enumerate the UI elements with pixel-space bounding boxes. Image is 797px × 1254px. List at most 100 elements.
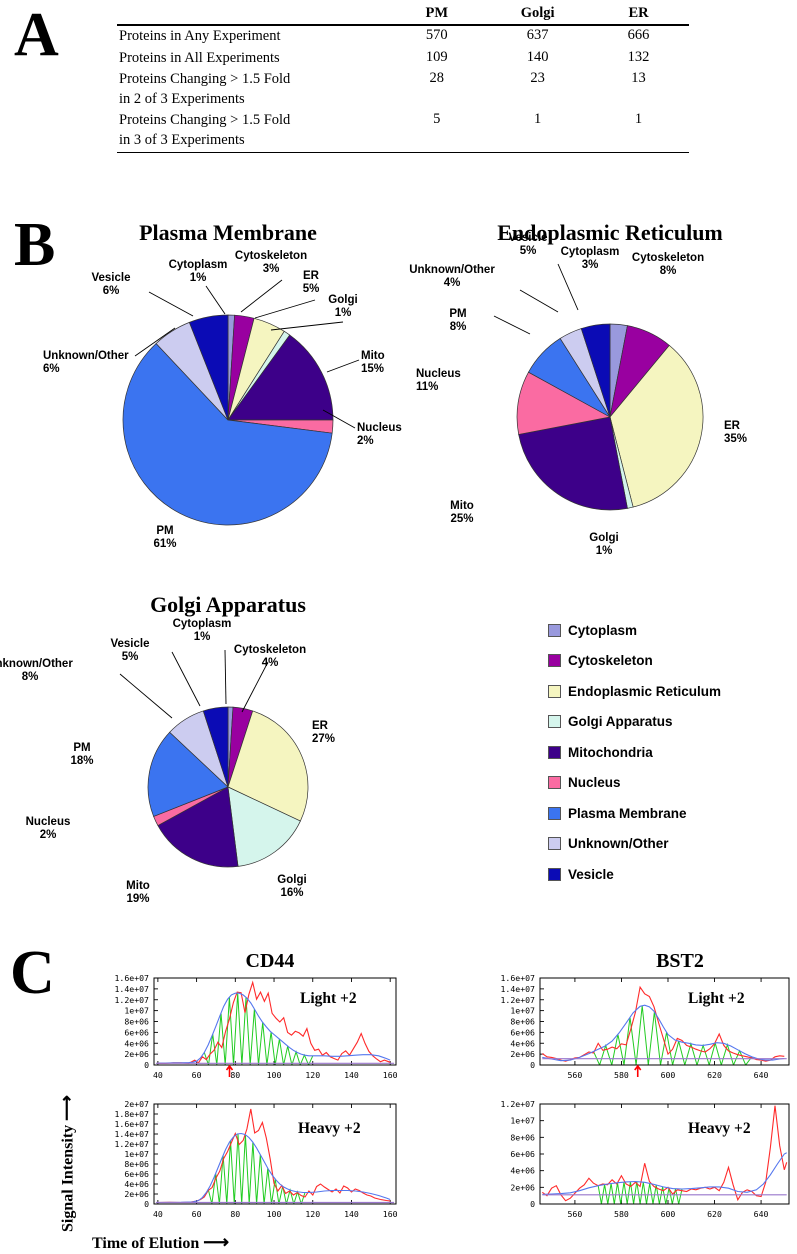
pie-label-name: Nucleus: [25, 816, 71, 828]
y-tick-label: 1e+07: [124, 1149, 149, 1159]
row-value-golgi: 23: [530, 70, 545, 87]
row-value-pm: 28: [429, 70, 445, 87]
legend-item-label: Vesicle: [568, 866, 614, 882]
legend-item-vesicle[interactable]: Vesicle: [548, 859, 721, 890]
table-row: Proteins in All Experiments 109 140 132: [117, 48, 689, 70]
pie-leader-line: [119, 673, 173, 719]
x-tick-label: 620: [707, 1209, 722, 1219]
pie-label-name: Vesicle: [91, 272, 131, 284]
x-tick-label: 160: [383, 1209, 398, 1219]
pie-label-percent: 4%: [443, 276, 461, 289]
pie-label-percent: 6%: [102, 284, 120, 297]
x-tick-label: 640: [754, 1070, 769, 1080]
pie-label-name: Mito: [126, 880, 150, 892]
pie-label-percent: 11%: [416, 380, 439, 393]
pie-slice-pm: [122, 342, 333, 526]
x-axis-title-text: Time of Elution: [92, 1235, 200, 1252]
pie-label-percent: 19%: [126, 892, 150, 905]
y-tick-label: 0: [144, 1199, 149, 1209]
legend-item-unknown-other[interactable]: Unknown/Other: [548, 829, 721, 860]
y-tick-label: 8e+06: [510, 1132, 535, 1142]
trace-raw: [157, 980, 391, 1064]
y-tick-label: 1e+07: [510, 1116, 535, 1126]
legend-item-nucleus[interactable]: Nucleus: [548, 768, 721, 799]
pie-leader-line: [240, 279, 283, 313]
pie-label-name: Golgi: [277, 874, 307, 886]
x-tick-label: 560: [568, 1209, 583, 1219]
hatch-fill: [207, 1133, 306, 1204]
pie-leader-line: [326, 359, 360, 373]
trace-raw: [541, 1105, 788, 1202]
row-value-pm: 5: [433, 111, 441, 128]
pie-label-percent: 15%: [361, 362, 385, 375]
x-tick-label: 560: [568, 1070, 583, 1080]
legend-item-label: Cytoskeleton: [568, 653, 653, 669]
pie-slice-pm: [147, 731, 229, 817]
pie-label-name: Cytoplasm: [168, 259, 228, 271]
y-tick-label: 2e+06: [124, 1189, 149, 1199]
x-tick-label: 580: [614, 1070, 629, 1080]
x-tick-label: 60: [192, 1209, 202, 1219]
legend-item-label: Golgi Apparatus: [568, 714, 673, 730]
pie-label-percent: 2%: [39, 828, 57, 841]
pie-label-name: Cytoskeleton: [233, 644, 307, 656]
legend-item-endoplasmic-reticulum[interactable]: Endoplasmic Reticulum: [548, 676, 721, 707]
trace-smoothed: [157, 1132, 391, 1204]
pie-label-percent: 3%: [262, 262, 280, 275]
trace-smoothed: [157, 992, 391, 1064]
pie-label-name: Cytoskeleton: [234, 250, 308, 262]
x-tick-label: 120: [305, 1070, 320, 1080]
y-tick-label: 1.2e+07: [500, 995, 535, 1005]
table-col-header-pm: PM: [386, 5, 488, 26]
y-tick-label: 4e+06: [124, 1038, 149, 1048]
legend-item-plasma-membrane[interactable]: Plasma Membrane: [548, 798, 721, 829]
x-tick-label: 600: [661, 1209, 676, 1219]
legend-item-cytoplasm[interactable]: Cytoplasm: [548, 615, 721, 646]
trace-smoothed: [542, 1004, 785, 1062]
legend-item-label: Endoplasmic Reticulum: [568, 683, 722, 699]
pie-slice-vesicle: [202, 706, 229, 788]
plot-frame: [539, 1103, 790, 1205]
y-tick-label: 1.8e+07: [114, 1109, 149, 1119]
trace-smoothed: [542, 1152, 787, 1195]
legend-swatch-icon: [548, 806, 561, 820]
y-tick-label: 1.2e+07: [114, 995, 149, 1005]
pie-label-name: Cytoplasm: [172, 618, 232, 630]
legend-item-mitochondria[interactable]: Mitochondria: [548, 737, 721, 768]
chrom-title-cd44: CD44: [245, 950, 295, 972]
chrom-title-bst2: BST2: [656, 950, 704, 972]
pie-label-name: Nucleus: [416, 368, 461, 380]
legend-item-golgi-apparatus[interactable]: Golgi Apparatus: [548, 707, 721, 738]
y-tick-label: 6e+06: [510, 1027, 535, 1037]
pie-leader-line: [148, 291, 194, 317]
pie-label-percent: 3%: [581, 258, 599, 271]
pie-label-name: Mito: [450, 500, 474, 512]
pie-leader-line: [134, 327, 176, 357]
legend-item-label: Nucleus: [568, 775, 621, 791]
chrom-annotation-bst2-light: Light +2: [688, 990, 745, 1007]
pie-label-percent: 4%: [261, 656, 279, 669]
table-row: Proteins Changing > 1.5 Fold in 2 of 3 E…: [117, 69, 689, 110]
y-tick-label: 1e+07: [124, 1006, 149, 1016]
legend-swatch-icon: [548, 715, 561, 729]
pie-label-percent: 8%: [21, 670, 39, 683]
legend-item-cytoskeleton[interactable]: Cytoskeleton: [548, 646, 721, 677]
pie-label-percent: 1%: [595, 544, 613, 557]
pie-label-name: Vesicle: [110, 638, 150, 650]
x-tick-label: 600: [661, 1070, 676, 1080]
x-tick-label: 620: [707, 1070, 722, 1080]
table-col-header-golgi: Golgi: [487, 5, 589, 26]
pie-leader-line: [224, 649, 227, 705]
pie-slice-mito: [157, 786, 239, 868]
